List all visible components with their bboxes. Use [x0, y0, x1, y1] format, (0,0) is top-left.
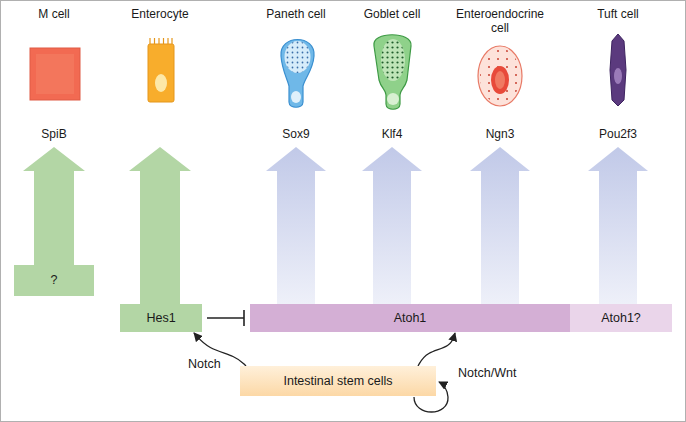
paneth-cell-illustration [281, 40, 314, 108]
box-label: Hes1 [146, 311, 175, 325]
cell-type: Enterocyte [110, 8, 210, 142]
marker-gene: Klf4 [382, 128, 403, 142]
cell-name: Tuft cell [597, 8, 639, 22]
box-label: Atoh1? [601, 311, 641, 325]
cell-name: Paneth cell [266, 8, 325, 22]
signal-label: Notch [186, 357, 223, 372]
box-label: Atoh1 [394, 311, 427, 325]
stem-cell-box: Intestinal stem cells [240, 366, 436, 396]
enteroendocrine-cell-illustration [478, 46, 522, 106]
differentiation-arrow [129, 147, 191, 304]
goblet-cell-illustration [374, 35, 411, 110]
marker-gene: Pou2f3 [599, 128, 637, 142]
cell-type: Goblet cellKlf4 [342, 8, 442, 142]
cell-name: Enterocyte [131, 8, 188, 22]
box-label: Intestinal stem cells [283, 374, 392, 388]
marker-gene: SpiB [41, 128, 66, 142]
box-label: ? [51, 273, 58, 287]
differentiation-arrow [588, 147, 648, 304]
factor-box: ? [14, 265, 94, 296]
m-cell-illustration [30, 48, 80, 100]
inhibition-line [207, 317, 244, 318]
cell-name: Goblet cell [364, 8, 421, 22]
inhibition-bar [243, 310, 245, 326]
marker-gene: Sox9 [282, 128, 309, 142]
cell-type: Enteroendocrine cellNgn3 [455, 8, 545, 142]
cell-name: Enteroendocrine cell [455, 8, 545, 36]
cell-type: M cellSpiB [4, 8, 104, 142]
marker-gene: Ngn3 [486, 128, 515, 142]
differentiation-arrow [362, 147, 422, 304]
differentiation-arrow [470, 147, 530, 304]
tuft-cell-illustration [610, 34, 626, 106]
cell-type: Paneth cellSox9 [246, 8, 346, 142]
factor-band: Atoh1 [250, 304, 570, 332]
factor-band: Atoh1? [570, 304, 672, 332]
differentiation-arrow [266, 147, 326, 304]
enterocyte-illustration [148, 38, 174, 102]
signal-label: Notch/Wnt [456, 366, 518, 381]
factor-box: Hes1 [120, 304, 202, 332]
cell-name: M cell [38, 8, 69, 22]
cell-type: Tuft cellPou2f3 [568, 8, 668, 142]
signal-arrow [418, 333, 455, 366]
differentiation-arrow [23, 147, 85, 265]
